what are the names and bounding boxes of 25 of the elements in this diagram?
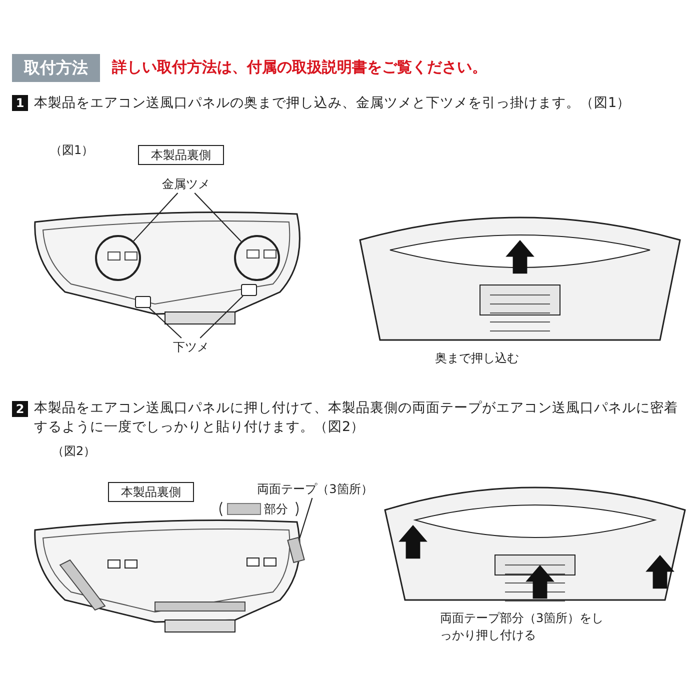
lower-hook <box>135 296 151 308</box>
leader-line <box>299 498 313 538</box>
label-box: 本製品裏側 <box>138 145 224 165</box>
step-number: 2 <box>12 401 28 417</box>
callout-circle <box>95 235 141 281</box>
callout-circle <box>234 235 280 281</box>
part-label: 金属ツメ <box>153 175 219 193</box>
part-label: 下ツメ <box>166 338 216 356</box>
legend-text: 部分 <box>264 501 288 517</box>
leader-line <box>200 296 244 338</box>
figure-label: （図1） <box>50 142 94 159</box>
notice-text: 詳しい取付方法は、付属の取扱説明書をご覧ください。 <box>112 58 487 77</box>
caption-text: 両面テープ部分（3箇所）をしっかり押し付ける <box>440 610 605 644</box>
step-number: 1 <box>12 95 28 111</box>
leader-line <box>133 192 178 242</box>
leader-line <box>194 192 242 242</box>
section-tag: 取付方法 <box>12 54 100 82</box>
lower-hook <box>241 284 257 296</box>
label-box: 本製品裏側 <box>108 482 194 502</box>
leader-line <box>149 308 182 338</box>
step-text: 本製品をエアコン送風口パネルの奥まで押し込み、金属ツメと下ツメを引っ掛けます。（図1） <box>34 94 631 112</box>
part-label: 両面テープ（3箇所） <box>250 480 380 498</box>
caption-text: 奥まで押し込む <box>435 350 519 367</box>
figure-label: （図2） <box>52 443 96 460</box>
step-text: 本製品をエアコン送風口パネルに押し付けて、本製品裏側の両面テープがエアコン送風口パネルに密着するように一度でしっかりと貼り付けます。（図2） <box>34 399 679 437</box>
